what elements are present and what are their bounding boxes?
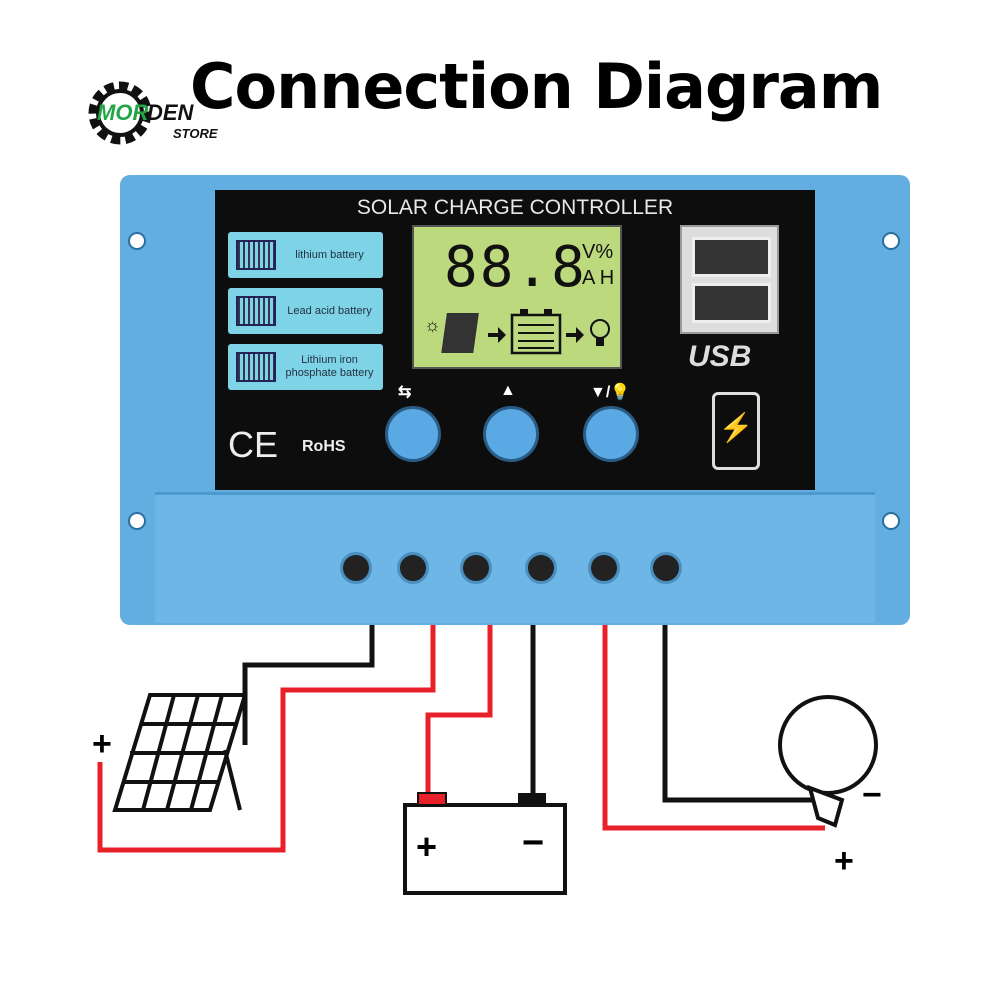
morden-store-logo: MOR DEN STORE: [85, 78, 235, 153]
usb-ports[interactable]: [680, 225, 779, 334]
svg-text:STORE: STORE: [173, 126, 218, 141]
phone-charge-icon: ⚡: [712, 392, 760, 470]
lcd-flow-icons: ☼: [424, 309, 610, 355]
wire-battery-plus: [425, 625, 493, 795]
controller-title: SOLAR CHARGE CONTROLLER: [356, 196, 674, 219]
lcd-display: 88.8 V%A H ☼: [412, 225, 622, 369]
lcd-units: V%A H: [582, 241, 615, 289]
bulb-minus-label: −: [862, 776, 882, 814]
light-bulb-icon: [778, 695, 878, 828]
down-button[interactable]: [583, 406, 639, 462]
svg-text:MOR: MOR: [97, 100, 148, 125]
battery-icon: [236, 296, 276, 326]
mode-label: lithium battery: [295, 248, 364, 261]
ce-mark: CE: [228, 424, 279, 465]
terminal-cover: [155, 492, 875, 623]
svg-text:☼: ☼: [424, 315, 441, 335]
mount-hole: [128, 232, 146, 250]
mode-label: Lead acid battery: [287, 304, 372, 317]
mount-hole: [882, 512, 900, 530]
mode-lithium: lithium battery: [228, 232, 383, 278]
wire-load-plus: [602, 625, 825, 831]
terminal-solar-minus: [340, 552, 372, 584]
wire-solar-minus: [242, 625, 375, 745]
page-title: Connection Diagram: [190, 50, 883, 123]
terminal-solar-plus: [397, 552, 429, 584]
terminal-battery-minus: [525, 552, 557, 584]
terminal-battery-plus: [460, 552, 492, 584]
wire-solar-plus: [97, 625, 436, 853]
usb-label: USB: [688, 340, 752, 373]
terminal-load-plus: [588, 552, 620, 584]
solar-panel-icon: [112, 693, 248, 812]
battery-icon: [236, 240, 276, 270]
battery-plus-label: +: [416, 826, 438, 867]
down-light-icon: ▼/💡: [590, 384, 631, 401]
rohs-mark: RoHS: [302, 438, 346, 455]
mode-label: Lithium iron phosphate battery: [285, 354, 374, 379]
mount-hole: [882, 232, 900, 250]
battery-icon: [403, 792, 567, 895]
mount-hole: [128, 512, 146, 530]
wire-load-minus: [662, 625, 820, 803]
panel-plus-label: +: [92, 725, 112, 763]
menu-button[interactable]: [385, 406, 441, 462]
menu-icon: ⇆: [398, 384, 412, 401]
svg-text:DEN: DEN: [147, 100, 195, 125]
up-plus-icon: ▲: [500, 382, 516, 399]
bulb-plus-label: +: [834, 842, 854, 880]
lcd-digits: 88.8: [444, 235, 587, 300]
mode-lead-acid: Lead acid battery: [228, 288, 383, 334]
mode-lifepo4: Lithium iron phosphate battery: [228, 344, 383, 390]
battery-icon: [236, 352, 276, 382]
battery-minus-label: −: [522, 822, 545, 864]
terminal-load-minus: [650, 552, 682, 584]
up-button[interactable]: [483, 406, 539, 462]
